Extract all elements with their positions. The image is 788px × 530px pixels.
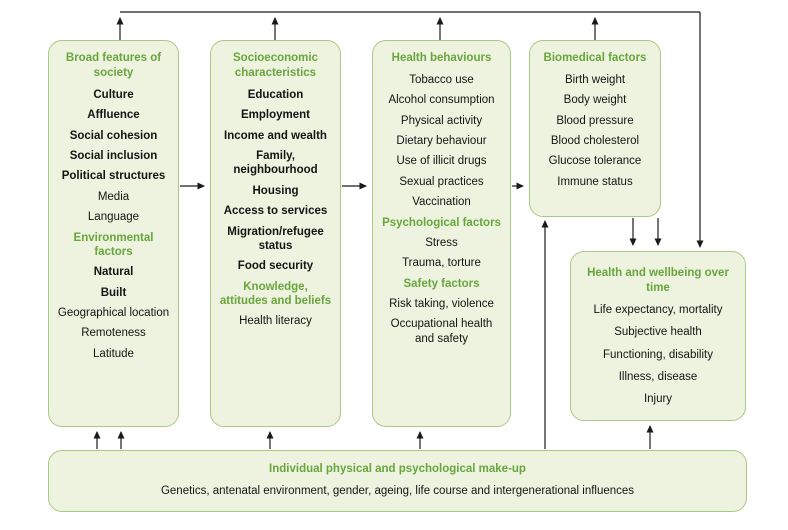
box-title: Health behaviours xyxy=(391,52,492,64)
box-item: Stress xyxy=(425,236,458,249)
box-item: Remoteness xyxy=(81,327,146,340)
box-item: Functioning, disability xyxy=(603,348,713,361)
box-item: Political structures xyxy=(61,170,166,183)
box-item: Body weight xyxy=(563,94,627,107)
box-item: Income and wealth xyxy=(224,129,327,142)
box-individual-makeup: Individual physical and psychological ma… xyxy=(48,450,747,512)
box-item: Risk taking, violence xyxy=(389,298,494,311)
box-item: Sexual practices xyxy=(399,175,484,188)
box-subheading: Environmental factors xyxy=(73,231,154,258)
box-item: Media xyxy=(97,190,130,203)
box-subheading: Psychological factors xyxy=(382,216,501,229)
box-item: Vaccination xyxy=(412,196,471,209)
box-item: Natural xyxy=(93,266,134,279)
box-item: Immune status xyxy=(557,175,633,188)
box-item: Migration/refugee status xyxy=(227,225,324,252)
box-item: Access to services xyxy=(223,205,328,218)
box-item: Subjective health xyxy=(614,326,702,339)
box-item: Built xyxy=(100,286,127,299)
box-title: Biomedical factors xyxy=(543,52,647,64)
box-item: Housing xyxy=(252,184,299,197)
box-subheading: Safety factors xyxy=(403,277,480,290)
box-item: Life expectancy, mortality xyxy=(593,303,723,316)
box-subheading: Knowledge, attitudes and beliefs xyxy=(219,280,332,307)
box-item: Injury xyxy=(643,393,673,406)
box-item: Social inclusion xyxy=(69,150,158,162)
bottom-box-subtitle: Genetics, antenatal environment, gender,… xyxy=(160,484,635,497)
box-item: Birth weight xyxy=(564,73,626,86)
box-item: Alcohol consumption xyxy=(388,94,495,107)
box-item: Physical activity xyxy=(400,114,483,127)
bottom-box-title: Individual physical and psychological ma… xyxy=(269,463,526,475)
box-item: Blood pressure xyxy=(556,114,634,127)
box-item: Illness, disease xyxy=(618,371,698,383)
box-title: Broad features of society xyxy=(65,52,162,79)
box-item: Geographical location xyxy=(57,307,170,319)
box-title: Socioeconomic characteristics xyxy=(233,52,318,79)
box-item: Language xyxy=(87,211,140,224)
box-item: Blood cholesterol xyxy=(550,135,640,148)
box-item: Affluence xyxy=(87,109,140,122)
box-item: Family, neighbourhood xyxy=(233,150,318,177)
box-title: Health and wellbeing over time xyxy=(587,267,729,294)
box-item: Trauma, torture xyxy=(402,257,481,270)
box-item: Dietary behaviour xyxy=(396,135,487,148)
box-item: Education xyxy=(247,88,304,101)
box-item: Health literacy xyxy=(239,315,312,328)
box-item: Social cohesion xyxy=(69,129,158,142)
box-item: Tobacco use xyxy=(409,73,474,86)
box-item: Culture xyxy=(93,88,134,101)
box-item: Glucose tolerance xyxy=(548,155,642,168)
box-item: Food security xyxy=(237,260,314,273)
box-item: Employment xyxy=(240,109,310,122)
box-item: Use of illicit drugs xyxy=(396,155,487,168)
box-item: Occupational health and safety xyxy=(390,318,493,345)
box-item: Latitude xyxy=(93,347,134,360)
box-health-and-wellbeing-over-time: Health and wellbeing over time Life expe… xyxy=(570,251,746,421)
